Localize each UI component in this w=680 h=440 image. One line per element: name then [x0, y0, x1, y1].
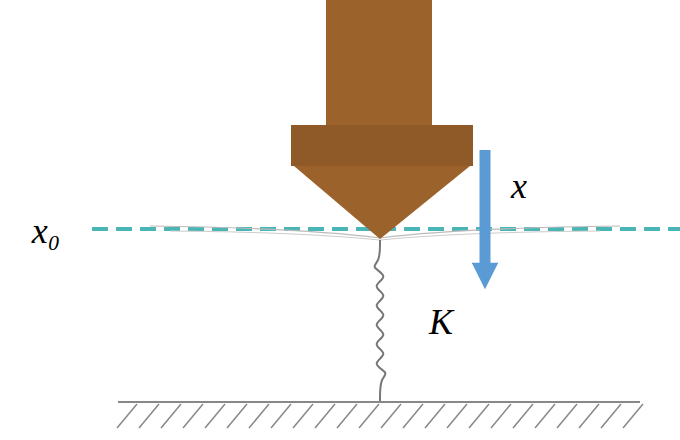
hatch-stroke	[535, 404, 555, 428]
hatch-stroke	[315, 404, 335, 428]
hatch-stroke	[337, 404, 357, 428]
displacement-arrow	[480, 150, 491, 276]
hatch-stroke	[425, 404, 445, 428]
hatch-stroke	[293, 404, 313, 428]
displacement-label: x	[511, 168, 527, 204]
spring-coil	[375, 240, 386, 402]
hatch-stroke	[161, 404, 181, 428]
hatch-stroke	[117, 404, 137, 428]
hatch-stroke	[557, 404, 577, 428]
indenter-flange	[291, 125, 473, 166]
stiffness-label: K	[429, 304, 453, 340]
hatch-stroke	[601, 404, 621, 428]
hatch-stroke	[513, 404, 533, 428]
hatch-stroke	[183, 404, 203, 428]
hatch-stroke	[381, 404, 401, 428]
spring	[375, 240, 386, 402]
ground-line	[118, 401, 640, 403]
hatch-stroke	[359, 404, 379, 428]
hatch-stroke	[469, 404, 489, 428]
hatch-stroke	[623, 404, 643, 428]
position-label: x₀	[30, 213, 63, 249]
indenter-tip	[294, 166, 470, 239]
indenter-shaft	[326, 0, 432, 126]
hatch-stroke	[249, 404, 269, 428]
ground-hatching	[117, 404, 643, 428]
hatch-stroke	[403, 404, 423, 428]
hatch-stroke	[139, 404, 159, 428]
hatch-stroke	[447, 404, 467, 428]
hatch-stroke	[227, 404, 247, 428]
hatch-stroke	[579, 404, 599, 428]
hatch-stroke	[271, 404, 291, 428]
hatch-stroke	[491, 404, 511, 428]
hatch-stroke	[205, 404, 225, 428]
